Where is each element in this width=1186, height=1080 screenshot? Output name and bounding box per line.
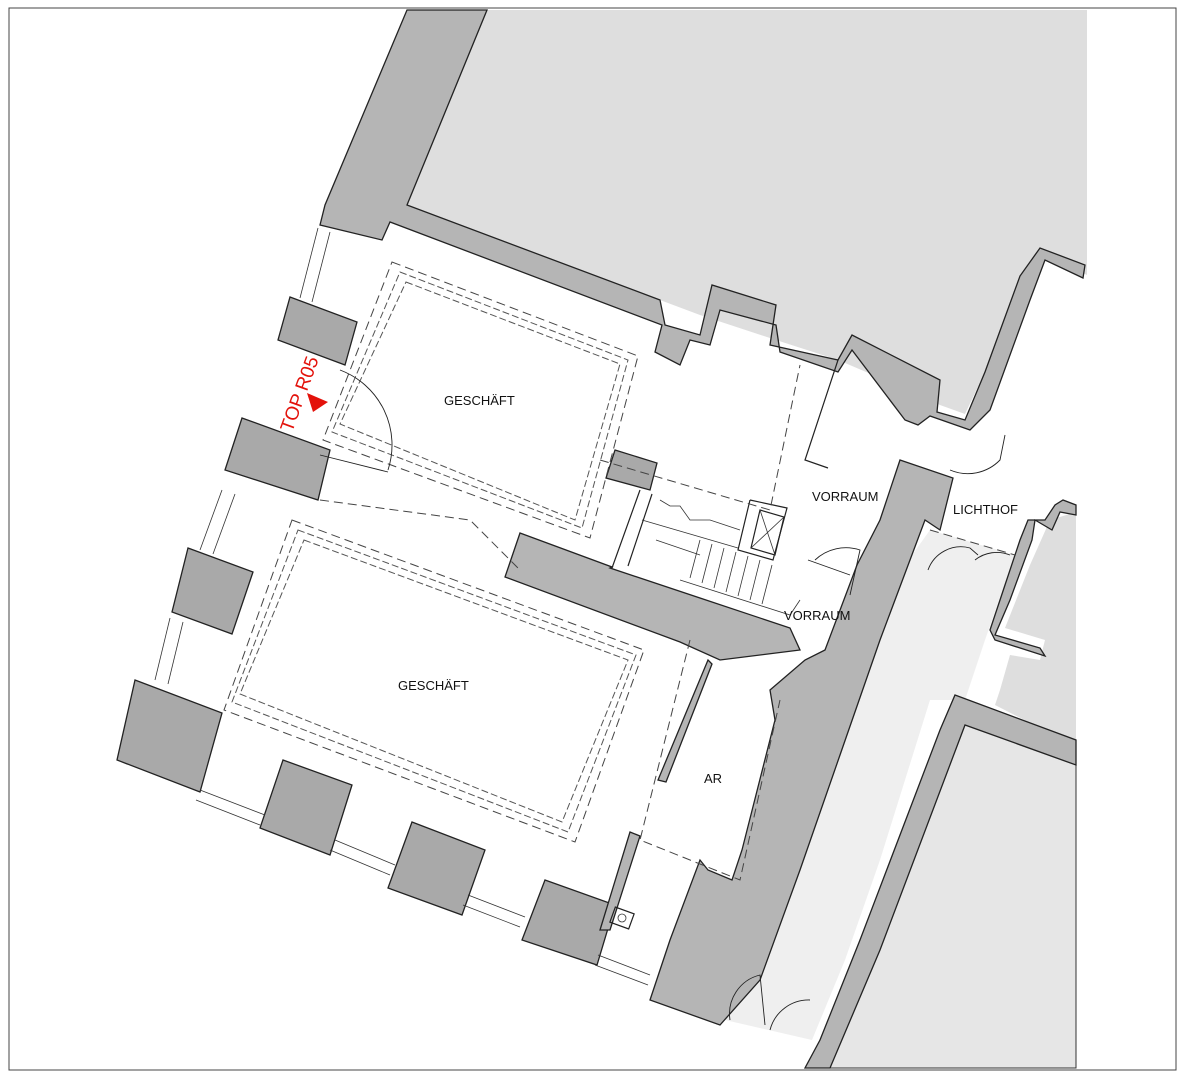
unit-tag: TOP R05 <box>277 354 324 435</box>
dash-vorraum <box>599 364 801 511</box>
neighbor-building-east <box>995 512 1076 740</box>
ceiling-inner-lower-1 <box>231 529 637 833</box>
facade-windows <box>154 227 651 986</box>
wall-southeast-neighbor <box>803 694 1077 1069</box>
shaft-box <box>750 509 785 556</box>
door-lichthof <box>949 434 1006 475</box>
door-lichthof-double <box>927 546 1011 571</box>
room-label-vorraum-upper: VORRAUM <box>812 489 878 504</box>
wall-north <box>319 9 1086 431</box>
ceiling-inner-lower-2 <box>239 539 629 823</box>
lichthof-courtyard <box>725 530 1015 1040</box>
pillar-stair <box>605 449 658 491</box>
wall-vorraum-inner <box>804 359 839 469</box>
wall-wc <box>599 831 641 931</box>
dash-entry <box>319 499 521 571</box>
entrance-arrow-icon <box>307 393 328 412</box>
pillar-west-2 <box>224 417 331 501</box>
ceiling-inner-upper-2 <box>339 281 621 521</box>
ceiling-outline-upper <box>322 261 639 539</box>
room-label-lichthof: LICHTHOF <box>953 502 1018 517</box>
pillar-west-4 <box>116 679 223 793</box>
door-south <box>729 974 811 1031</box>
wall-vorraum-divider <box>737 499 788 561</box>
wall-ar <box>657 658 713 783</box>
drawing-frame <box>8 7 1177 1071</box>
dash-lichthof <box>929 529 1016 556</box>
dash-ar <box>639 639 781 881</box>
room-label-ar: AR <box>704 771 722 786</box>
wc-fixture <box>609 906 635 930</box>
neighbor-building-north <box>407 10 1087 414</box>
ceiling-inner-upper-1 <box>331 271 629 529</box>
room-label-shop-upper: GESCHÄFT <box>444 393 515 408</box>
wall-east-neighbor <box>989 499 1077 658</box>
pillar-west-1 <box>277 296 358 366</box>
door-entrance <box>319 369 393 473</box>
pillar-west-3 <box>171 547 254 635</box>
wall-central <box>504 532 801 661</box>
staircase <box>611 489 801 616</box>
ceiling-outline-lower <box>223 519 645 843</box>
pillar-south-1 <box>259 759 353 856</box>
wall-east <box>649 459 954 1026</box>
room-label-shop-lower: GESCHÄFT <box>398 678 469 693</box>
pillar-south-2 <box>387 821 486 916</box>
wc-bowl <box>617 913 627 923</box>
door-vorraum <box>807 547 861 596</box>
room-label-vorraum-lower: VORRAUM <box>784 608 850 623</box>
pillar-south-3 <box>521 879 616 966</box>
